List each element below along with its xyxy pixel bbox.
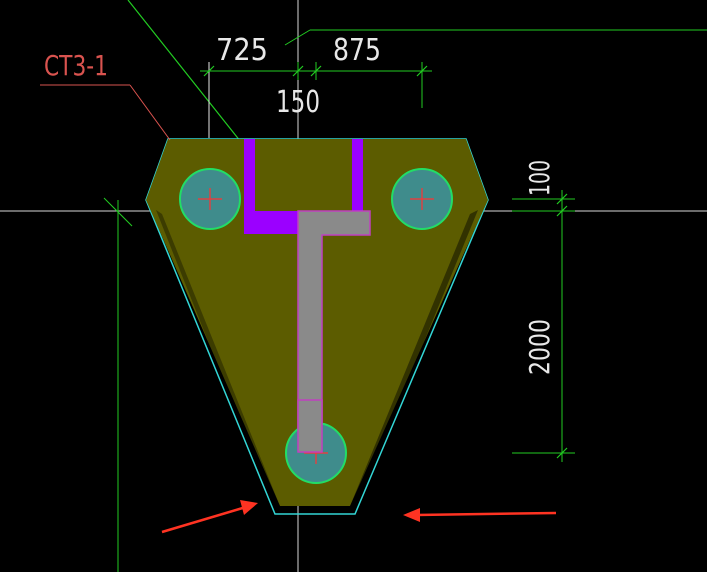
column-stem-overlay: [297, 399, 323, 453]
pile-left: [179, 168, 241, 230]
right-dimension: [512, 190, 575, 462]
dimension-text-725: 725: [216, 33, 268, 68]
pile-right: [391, 168, 453, 230]
wall-bottom-horizontal: [244, 211, 300, 234]
wall-right-vertical: [352, 139, 363, 211]
pile-cap-inner-edge: [350, 210, 478, 510]
dimension-text-875: 875: [333, 33, 381, 68]
dimension-text-100: 100: [523, 160, 556, 196]
dimension-text-2000: 2000: [523, 319, 556, 375]
pile-cap-inner-edge-left: [156, 210, 280, 510]
top-right-guide-line: [284, 29, 311, 46]
wall-left-vertical: [244, 139, 255, 234]
label-leader-line: [40, 84, 171, 141]
left-tick: [103, 197, 133, 227]
annotation-arrow-left: [161, 500, 258, 534]
annotation-arrow-right: [403, 508, 557, 522]
pile-cap-label: CT3-1: [44, 49, 108, 82]
top-dimension: [200, 62, 432, 138]
dimension-text-150: 150: [276, 85, 320, 120]
